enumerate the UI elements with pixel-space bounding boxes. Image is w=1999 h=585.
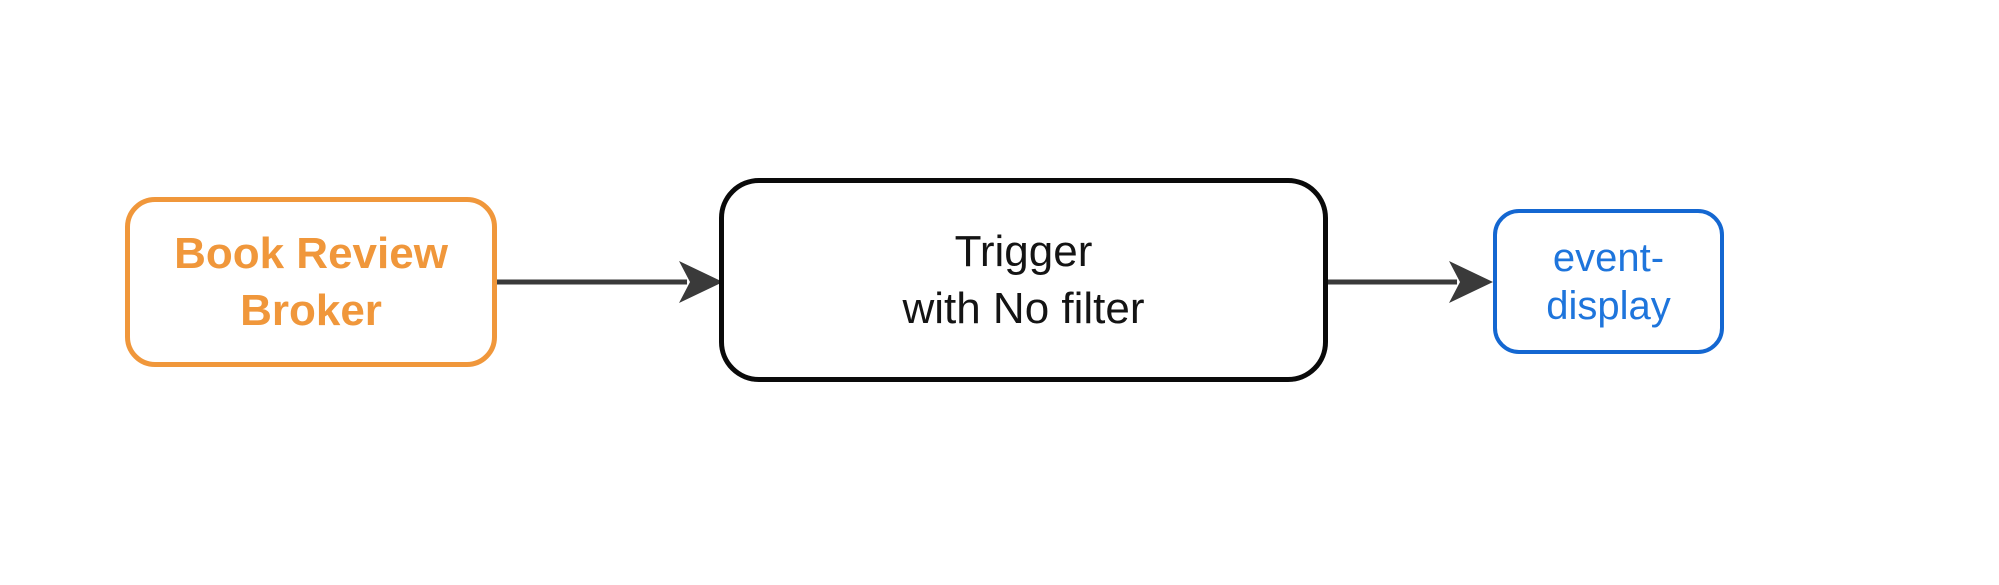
node-label-line: with No filter bbox=[902, 284, 1145, 333]
arrow-head-icon bbox=[679, 261, 723, 303]
node-event-display: event-display bbox=[1493, 209, 1724, 354]
arrow-head-icon bbox=[1449, 261, 1493, 303]
edge-trigger-to-event-display bbox=[1328, 261, 1493, 303]
node-label-line: Trigger bbox=[954, 227, 1093, 276]
node-label-line: Broker bbox=[240, 286, 382, 335]
node-book-review-broker: Book Review Broker bbox=[125, 197, 497, 367]
node-label-line: Book Review bbox=[174, 229, 448, 278]
edge-broker-to-trigger bbox=[497, 261, 723, 303]
node-trigger-with-no-filter: Trigger with No filter bbox=[719, 178, 1328, 382]
node-label-line: event-display bbox=[1546, 235, 1671, 328]
